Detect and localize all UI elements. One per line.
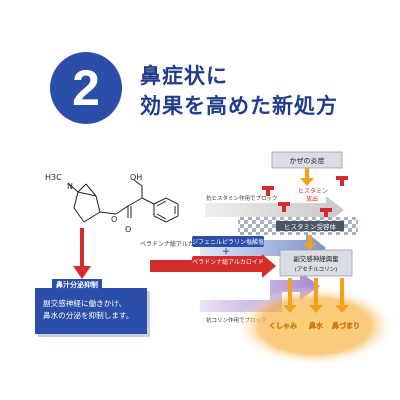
symptom-glow (235, 286, 395, 366)
parasympathetic-label: 副交感神経興奮 (293, 254, 339, 263)
molecule-label-o-carbonyl: O (125, 225, 131, 234)
belladonna-box (192, 256, 264, 267)
symptom-sneeze: くしゃみ (269, 322, 297, 330)
histamine-receptor-label: ヒスタミン受容体 (284, 222, 337, 231)
headline-line-2: 効果を高めた新処方 (140, 94, 338, 118)
diphenylpyraline-label: ジフェニルピラリン塩酸塩 (192, 238, 264, 246)
headline-line-1: 鼻症状に (140, 64, 228, 88)
orange-arrowhead-receptor (303, 243, 317, 250)
histamine-molecules (262, 176, 348, 218)
acetylcholine-label: (アセチルコリン) (295, 266, 338, 273)
note-line-2: 鼻水の分泌を抑制します。 (43, 311, 134, 320)
belladonna-arrow-label: ベラドンナ総アルカロイド (192, 258, 264, 266)
diphenylpyraline-box (192, 236, 264, 247)
histamine-receptor-box (276, 221, 344, 231)
molecule-label-o-ester: O (111, 215, 117, 224)
symptom-arrows (283, 278, 349, 313)
note-line-1: 副交感神経に働きかけ、 (43, 299, 127, 308)
red-down-arrow-head (73, 266, 91, 279)
histamine-release-label: 放出 (306, 195, 318, 203)
molecule-label-h3c: H3C (45, 173, 62, 182)
molecule-label-oh: OH (130, 173, 142, 182)
orange-arrowhead-inflammation (300, 178, 314, 186)
cold-inflammation-label: かぜの炎症 (290, 156, 325, 165)
step-number-badge: 2 (50, 52, 122, 124)
molecule-structure (67, 179, 179, 223)
belladonna-molecule-caption: ベラドンナ総アルカロイド (140, 240, 212, 248)
note-title: 鼻汁分泌抑制 (52, 279, 102, 291)
symptom-runny-nose: 鼻水 (309, 321, 324, 330)
symptom-congestion: 鼻づまり (332, 321, 360, 330)
antihistamine-block-label: 抗ヒスタミン作用でブロック (206, 194, 278, 202)
histamine-label: ヒスタミン (298, 187, 328, 195)
plus-sign: ＋ (222, 247, 230, 256)
parasympathetic-box (279, 249, 353, 277)
nasal-secretion-note: 副交感神経に働きかけ、 鼻水の分泌を抑制します。 (35, 288, 147, 334)
molecule-label-n: N (67, 182, 73, 191)
